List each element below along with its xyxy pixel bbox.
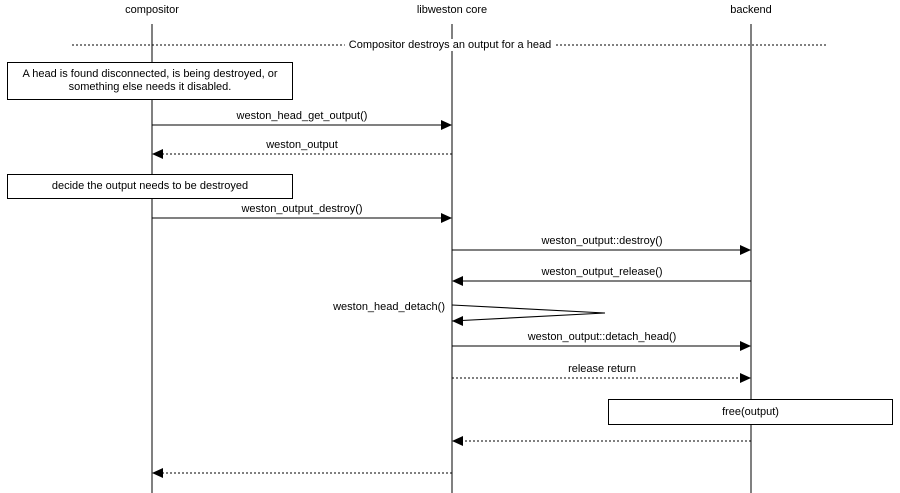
msg-weston-output-detach-head-arrowhead [740, 341, 751, 351]
message-label-msg-weston-head-detach-self: weston_head_detach() [333, 301, 449, 313]
message-label-msg-weston-head-get-output: weston_head_get_output() [233, 110, 371, 122]
msg-weston-output-release-arrowhead [452, 276, 463, 286]
message-label-msg-weston-output-release: weston_output_release() [538, 266, 666, 278]
note-head-disconnected: A head is found disconnected, is being d… [7, 62, 293, 100]
msg-weston-head-get-output-arrowhead [441, 120, 452, 130]
message-label-msg-weston-output-destroy: weston_output_destroy() [238, 203, 366, 215]
msg-weston-head-detach-self-arrowhead [452, 316, 463, 326]
message-arrow-group [152, 120, 751, 478]
message-label-msg-weston-output-detach-head: weston_output::detach_head() [524, 331, 680, 343]
msg-weston-output-destroy-vfunc-arrowhead [740, 245, 751, 255]
note-free-output: free(output) [608, 399, 893, 425]
msg-weston-output-destroy-arrowhead [441, 213, 452, 223]
actor-label-libweston-core: libweston core [416, 4, 488, 16]
message-label-msg-release-return: release return [565, 363, 639, 375]
actor-label-compositor: compositor [125, 4, 179, 16]
message-label-msg-weston-output-return: weston_output [263, 139, 341, 151]
msg-weston-output-return-arrowhead [152, 149, 163, 159]
msg-weston-head-detach-self-lower-line [451, 312, 606, 322]
msg-weston-head-detach-self-upper-line [451, 304, 606, 314]
note-free-output-text: free(output) [722, 405, 779, 418]
note-decide-destroy-text: decide the output needs to be destroyed [51, 180, 249, 192]
msg-release-return-arrowhead [740, 373, 751, 383]
divider-label: Compositor destroys an output for a head [344, 39, 556, 51]
msg-core-return-arrowhead [152, 468, 163, 478]
actor-label-backend: backend [730, 4, 772, 16]
message-label-msg-weston-output-destroy-vfunc: weston_output::destroy() [538, 235, 666, 247]
msg-backend-return-arrowhead [452, 436, 463, 446]
note-decide-destroy: decide the output needs to be destroyed [7, 174, 293, 199]
note-head-disconnected-text: A head is found disconnected, is being d… [22, 68, 278, 93]
